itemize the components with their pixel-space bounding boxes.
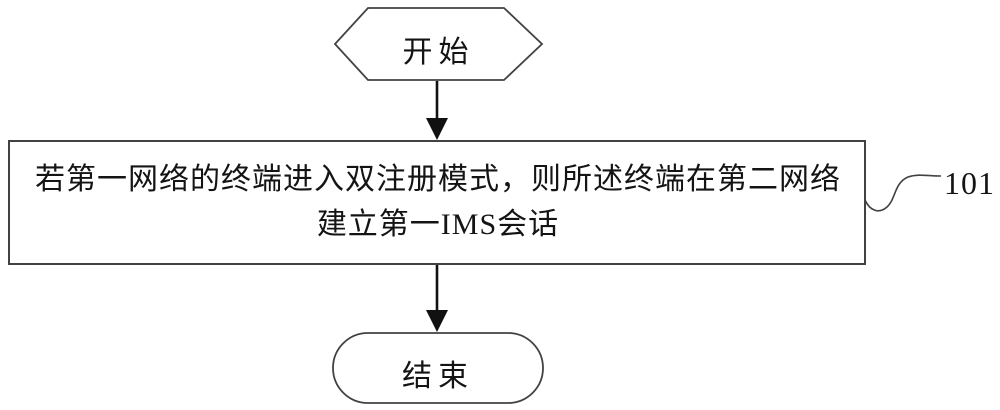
arrow-head-icon bbox=[426, 310, 448, 332]
arrow-head-icon bbox=[426, 118, 448, 140]
process-box-shape bbox=[8, 140, 866, 265]
arrow-down-connector-process-to-end bbox=[426, 265, 448, 332]
start-terminator-hexagon-shape bbox=[333, 7, 544, 81]
process-box-text: 若第一网络的终端进入双注册模式，则所述终端在第二网络 建立第一IMS会话 bbox=[12, 140, 864, 264]
end-terminator-stadium-shape bbox=[332, 332, 544, 404]
arrow-down-connector-start-to-process bbox=[426, 81, 448, 140]
process-text-line1: 若第一网络的终端进入双注册模式，则所述终端在第二网络 bbox=[35, 163, 841, 196]
process-text-line2: 建立第一IMS会话 bbox=[316, 208, 560, 241]
ref-leader-squiggle-line bbox=[864, 174, 942, 212]
start-terminator-label: 开始 bbox=[402, 36, 475, 69]
step-reference-number-label: 101 bbox=[944, 165, 995, 201]
end-terminator-label: 结束 bbox=[402, 360, 474, 393]
